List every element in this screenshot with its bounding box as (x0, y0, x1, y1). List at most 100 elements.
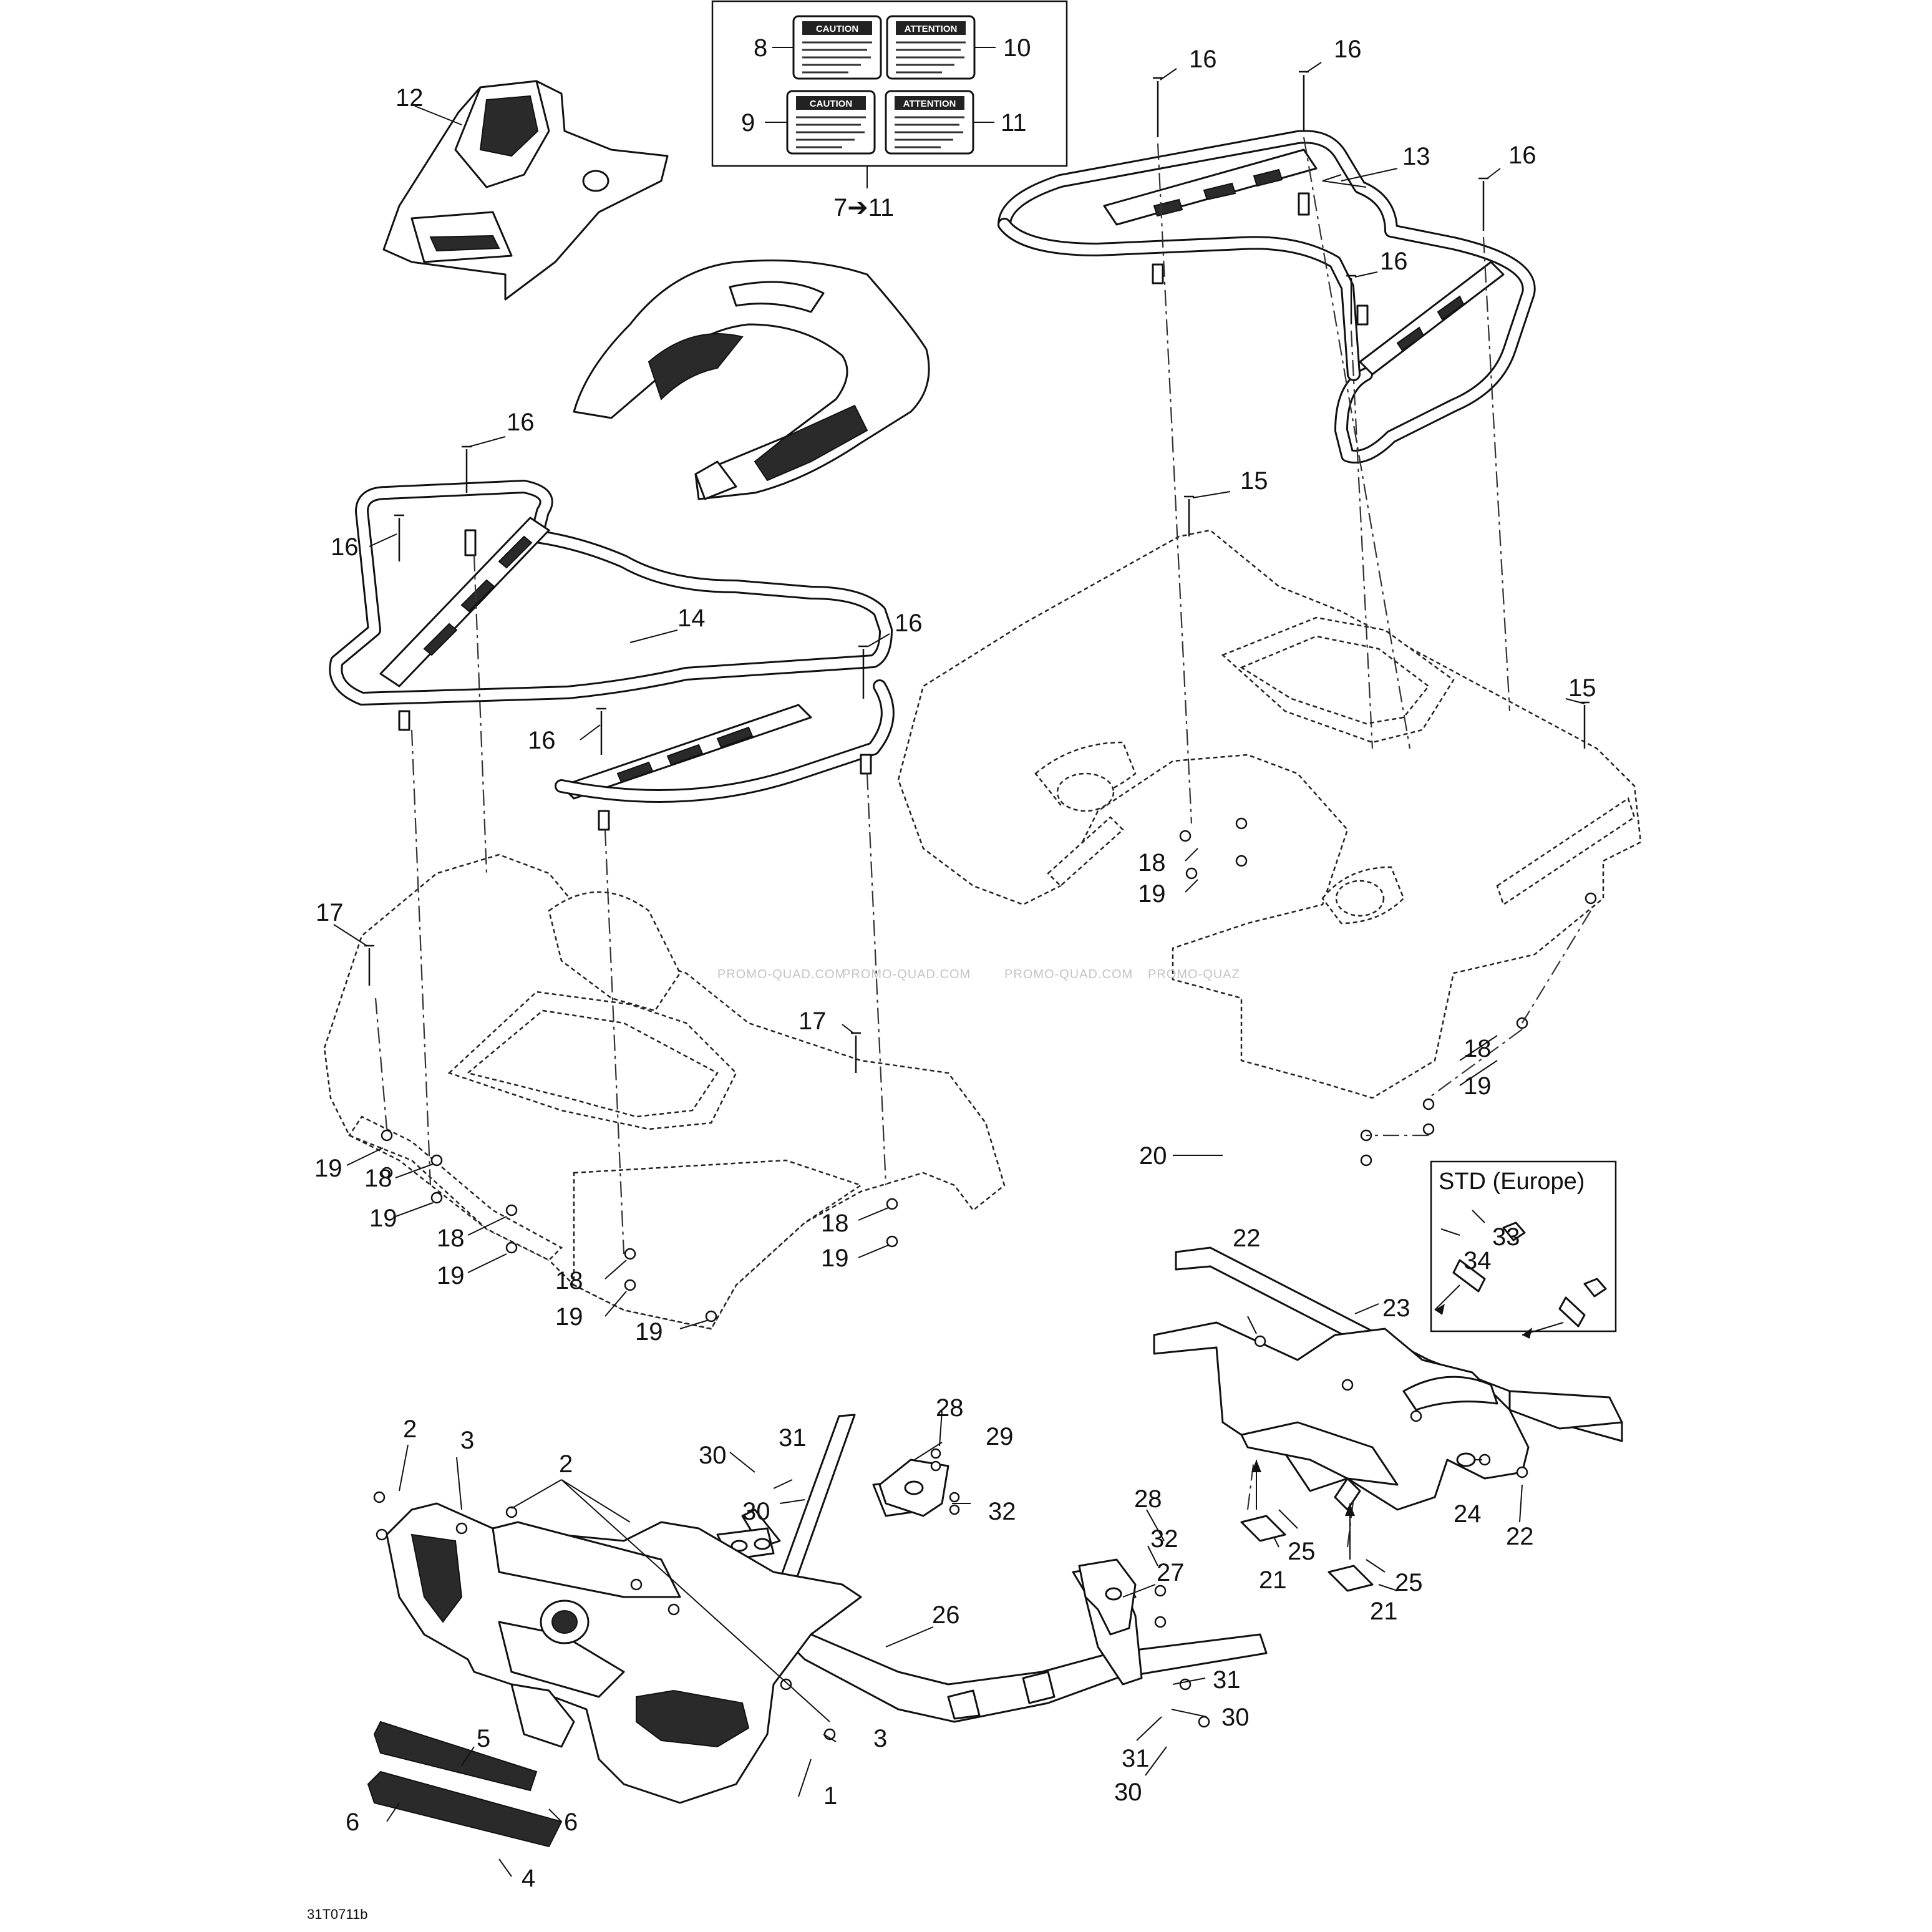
rear-console-cover (573, 260, 930, 500)
callout-24: 24 (1454, 1500, 1482, 1528)
callout-16-c: 16 (1508, 142, 1536, 169)
part-14-front-rack (329, 480, 895, 831)
callout-7-to-11: 7➔11 (833, 194, 894, 221)
callout-18-c: 18 (364, 1165, 392, 1192)
callout-23: 23 (1382, 1294, 1410, 1322)
callout-19-h: 19 (635, 1318, 663, 1346)
callout-2-b: 2 (559, 1450, 573, 1478)
callout-10: 10 (1003, 34, 1031, 62)
callout-27: 27 (1157, 1559, 1185, 1586)
callout-11: 11 (1001, 109, 1027, 137)
callout-9: 9 (741, 109, 755, 137)
callout-30-a: 30 (699, 1442, 727, 1469)
callout-19-d: 19 (369, 1205, 397, 1232)
watermark-1: PROMO-QUAD.COM (717, 968, 846, 981)
assembly-axes (374, 137, 1591, 1548)
callout-16-b: 16 (1334, 36, 1362, 63)
callout-2-a: 2 (403, 1415, 417, 1443)
callout-16-d: 16 (1380, 248, 1408, 275)
callout-20: 20 (1139, 1142, 1167, 1170)
callout-30-d: 30 (1114, 1779, 1142, 1806)
part-13-rear-rack (998, 130, 1536, 464)
callout-labels: 8 10 9 11 7➔11 12 16 16 13 16 16 16 16 1… (314, 34, 1596, 1892)
callout-30-b: 30 (742, 1498, 770, 1525)
decal-11-title: ATTENTION (903, 99, 956, 109)
part-12-front-console (382, 80, 669, 301)
callout-28-b: 28 (1134, 1485, 1162, 1513)
part-29-bracket (878, 1459, 949, 1517)
watermark-2: PROMO-QUAD.COM (842, 968, 971, 981)
callout-18-a: 18 (1138, 849, 1166, 876)
callout-19-b: 19 (1464, 1072, 1492, 1100)
watermark-3: PROMO-QUAD.COM (1004, 968, 1133, 981)
callout-4: 4 (522, 1865, 535, 1892)
callout-19-e: 19 (437, 1262, 465, 1289)
callout-16-f: 16 (331, 533, 359, 561)
callout-12: 12 (396, 84, 424, 112)
callout-31-a: 31 (779, 1424, 807, 1452)
callout-19-c: 19 (314, 1155, 342, 1182)
part-20-rear-bumper (1175, 1246, 1623, 1442)
callout-25-a: 25 (1288, 1538, 1316, 1565)
callout-3-a: 3 (460, 1427, 474, 1454)
callout-17-b: 17 (799, 1007, 827, 1035)
callout-16-e: 16 (507, 409, 535, 436)
callout-1: 1 (823, 1782, 837, 1810)
callout-19-a: 19 (1138, 880, 1166, 908)
callout-16-h: 16 (528, 727, 556, 754)
callout-18-d: 18 (437, 1225, 465, 1252)
callout-17-a: 17 (316, 899, 344, 926)
callout-31-b: 31 (1213, 1666, 1241, 1694)
callout-19-f: 19 (555, 1303, 583, 1331)
decal-11: ATTENTION (885, 90, 974, 155)
watermarks: PROMO-QUAD.COM PROMO-QUAD.COM PROMO-QUAD… (717, 968, 1240, 981)
callout-18-f: 18 (821, 1210, 849, 1237)
decal-9-title: CAUTION (810, 99, 852, 109)
decal-9: CAUTION (786, 90, 876, 155)
callout-21-a: 21 (1259, 1566, 1287, 1594)
callout-8: 8 (754, 34, 767, 62)
callout-19-g: 19 (821, 1245, 849, 1272)
callout-33: 33 (1492, 1223, 1520, 1251)
callout-26: 26 (932, 1601, 960, 1629)
decal-8-title: CAUTION (816, 24, 858, 34)
std-europe-label: STD (Europe) (1439, 1168, 1585, 1195)
callout-34: 34 (1464, 1247, 1492, 1274)
callout-31-c: 31 (1122, 1745, 1150, 1772)
callout-13: 13 (1402, 143, 1430, 170)
callout-15-a: 15 (1240, 467, 1268, 495)
callout-16-g: 16 (895, 609, 923, 637)
decal-10: ATTENTION (886, 15, 976, 80)
callout-32-a: 32 (988, 1498, 1016, 1525)
bolts (364, 70, 1590, 1073)
callout-22-b: 22 (1506, 1523, 1534, 1550)
part-5-grille-upper (373, 1721, 538, 1792)
std-europe-box: STD (Europe) (1430, 1160, 1617, 1339)
part-27-bracket (1078, 1558, 1137, 1636)
callout-16-a: 16 (1189, 46, 1217, 73)
callout-3-b: 3 (873, 1725, 887, 1752)
callout-5: 5 (477, 1725, 490, 1752)
leader-lines (333, 62, 1585, 1877)
callout-32-b: 32 (1150, 1525, 1178, 1553)
callout-14: 14 (677, 604, 706, 632)
parts-21-24 (1240, 1452, 1476, 1592)
callout-28-a: 28 (936, 1394, 964, 1422)
decal-8: CAUTION (792, 15, 882, 80)
callout-18-e: 18 (555, 1267, 583, 1294)
callout-15-b: 15 (1568, 674, 1596, 702)
front-fender (323, 853, 1006, 1330)
decal-10-title: ATTENTION (905, 24, 958, 34)
decal-kit-box: CAUTION ATTENTION CAUTION ATTENTION (711, 0, 1068, 188)
callout-30-c: 30 (1221, 1704, 1250, 1731)
part-1-front-bumper-cover (386, 1502, 862, 1804)
callout-22-a: 22 (1233, 1225, 1261, 1252)
drawing-code: 31T0711b (307, 1906, 367, 1922)
callout-25-b: 25 (1395, 1569, 1423, 1596)
fasteners (373, 817, 1597, 1740)
part-4-grille-lower (367, 1770, 563, 1848)
rear-fender (897, 529, 1642, 1099)
callout-6-b: 6 (346, 1808, 359, 1836)
callout-21-b: 21 (1370, 1598, 1398, 1625)
